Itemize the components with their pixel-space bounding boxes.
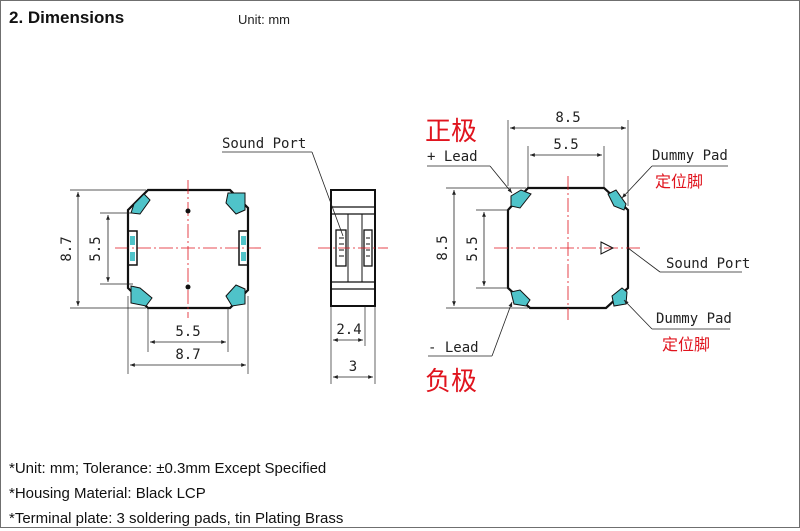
front-dim-height-outer: 8.7 <box>59 236 75 261</box>
bottom-dim-left-outer: 8.5 <box>435 235 451 260</box>
dummy-pad-top-leader <box>621 165 653 199</box>
side-dim-body: 2.4 <box>336 322 361 338</box>
note-housing-material: *Housing Material: Black LCP <box>9 485 206 502</box>
bottom-view: 8.5 5.5 8.5 5.5 正极 + Lead - Lead 负极 Dumm… <box>425 110 750 397</box>
bottom-pad-top-left <box>510 189 532 209</box>
negative-lead-cn: 负极 <box>425 367 477 397</box>
dummy-pad-bottom-cn: 定位脚 <box>662 335 710 354</box>
front-dim-width: 5.5 <box>175 324 200 340</box>
front-pad-top-right <box>225 192 246 215</box>
negative-lead-leader <box>491 301 513 357</box>
front-locator-dot-bottom <box>185 284 191 290</box>
bottom-sound-port-label: Sound Port <box>666 256 750 272</box>
side-sound-port-label: Sound Port <box>222 136 306 152</box>
side-view: Sound Port 2.4 3 <box>222 136 388 384</box>
bottom-pad-bottom-left <box>510 289 531 307</box>
unit-label: Unit: mm <box>238 12 290 27</box>
bottom-dim-left-inner: 5.5 <box>465 236 481 261</box>
bottom-pad-top-right <box>607 189 627 211</box>
dummy-pad-top-cn: 定位脚 <box>655 172 703 191</box>
negative-lead-en: - Lead <box>428 340 479 356</box>
front-side-pad-right-fill-2 <box>241 252 246 261</box>
dummy-pad-top-en: Dummy Pad <box>652 148 728 164</box>
front-side-pad-left <box>127 230 138 266</box>
positive-lead-en: + Lead <box>427 149 478 165</box>
positive-lead-cn: 正极 <box>425 117 477 147</box>
section-title: 2. Dimensions <box>9 8 125 27</box>
front-locator-dot-top <box>185 208 191 214</box>
front-side-pad-right-fill-1 <box>241 236 246 245</box>
bottom-dim-top-inner: 5.5 <box>553 137 578 153</box>
dummy-pad-bottom-leader <box>623 299 653 330</box>
note-terminal-plate: *Terminal plate: 3 soldering pads, tin P… <box>9 510 344 527</box>
front-pad-bottom-left <box>130 285 153 307</box>
front-view: 8.7 5.5 5.5 8.7 <box>59 180 262 374</box>
dummy-pad-bottom-en: Dummy Pad <box>656 311 732 327</box>
bottom-dim-top-outer: 8.5 <box>555 110 580 126</box>
front-side-pad-left-fill-1 <box>130 236 135 245</box>
notes-block: *Unit: mm; Tolerance: ±0.3mm Except Spec… <box>9 456 343 531</box>
front-dim-full-width: 8.7 <box>175 347 200 363</box>
note-unit-tolerance: *Unit: mm; Tolerance: ±0.3mm Except Spec… <box>9 460 327 477</box>
front-side-pad-left-fill-2 <box>130 252 135 261</box>
side-dim-total: 3 <box>349 359 357 375</box>
front-dim-height-inner: 5.5 <box>88 236 104 261</box>
positive-lead-leader <box>489 165 513 194</box>
front-pad-bottom-right <box>225 284 246 307</box>
front-side-pad-right <box>238 230 249 266</box>
front-pad-top-left <box>130 193 151 215</box>
bottom-sound-port-marker <box>600 241 615 255</box>
bottom-pad-bottom-right <box>611 287 628 307</box>
